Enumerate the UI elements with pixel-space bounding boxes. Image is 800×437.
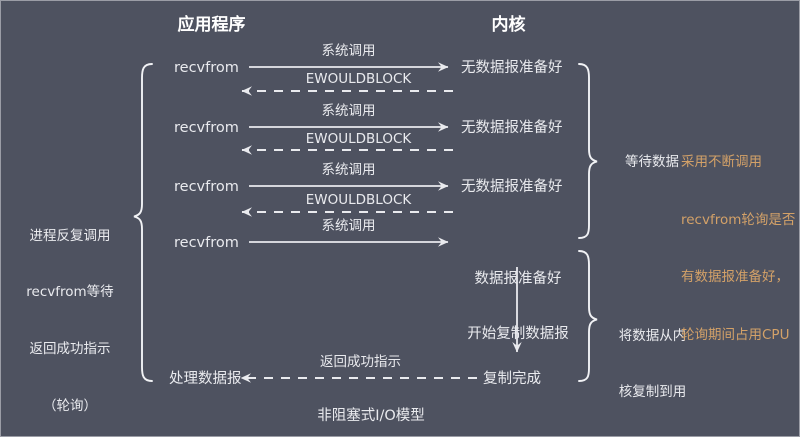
- right-brace-wait-data: [578, 63, 598, 239]
- app-call-label-2: recvfrom: [174, 120, 239, 136]
- kernel-state-label-4-line-1: 数据报准备好: [474, 271, 562, 288]
- app-call-label-4: recvfrom: [174, 235, 239, 251]
- left-brace-label-line-2: recvfrom等待: [26, 284, 114, 301]
- annotation-note: 采用不断调用 recvfrom轮询是否 有数据报准备好， 轮询期间占用CPU: [681, 115, 799, 383]
- edge-label-ewouldblock-2: EWOULDBLOCK: [305, 131, 412, 147]
- kernel-state-label-1: 无数据报准备好: [461, 60, 563, 76]
- kernel-state-label-2: 无数据报准备好: [461, 120, 563, 136]
- column-header-kernel: 内核: [491, 15, 526, 35]
- diagram-title: 非阻塞式I/O模型: [317, 408, 425, 424]
- kernel-state-label-4-line-2: 开始复制数据报: [467, 325, 569, 342]
- annotation-note-line-4: 轮询期间占用CPU: [681, 326, 790, 343]
- right-brace-label-copy-line-1: 将数据从内: [618, 327, 687, 344]
- edge-label-syscall-3: 系统调用: [321, 162, 376, 178]
- annotation-note-line-2: recvfrom轮询是否: [681, 211, 796, 228]
- kernel-state-label-4: 数据报准备好 开始复制数据报: [453, 234, 583, 379]
- column-header-application: 应用程序: [177, 15, 246, 35]
- annotation-note-line-1: 采用不断调用: [681, 154, 762, 171]
- left-brace-label: 进程反复调用 recvfrom等待 返回成功指示 （轮询）: [9, 189, 131, 436]
- app-call-label-3: recvfrom: [174, 179, 239, 195]
- edge-label-syscall-2: 系统调用: [321, 103, 376, 119]
- edge-label-ewouldblock-1: EWOULDBLOCK: [305, 71, 412, 87]
- right-brace-label-copy-userspace: 将数据从内 核复制到用 户空间: [605, 289, 700, 436]
- kernel-copy-done-label: 复制完成: [483, 371, 541, 387]
- app-call-label-1: recvfrom: [174, 60, 239, 76]
- left-brace-label-line-4: （轮询）: [43, 397, 97, 414]
- right-brace-copy-userspace: [578, 250, 598, 382]
- edge-label-syscall-4: 系统调用: [321, 218, 376, 234]
- right-brace-label-copy-line-2: 核复制到用: [618, 384, 687, 401]
- edge-label-return-success: 返回成功指示: [320, 354, 401, 370]
- left-brace-label-line-1: 进程反复调用: [29, 227, 111, 244]
- right-brace-label-wait-data: 等待数据: [625, 154, 679, 170]
- left-brace: [133, 63, 153, 382]
- edge-label-ewouldblock-3: EWOULDBLOCK: [305, 192, 412, 208]
- annotation-note-line-3: 有数据报准备好，: [681, 269, 789, 286]
- left-brace-label-line-3: 返回成功指示: [29, 341, 111, 358]
- kernel-state-label-3: 无数据报准备好: [461, 179, 563, 195]
- app-process-datagram-label: 处理数据报: [169, 371, 242, 387]
- edge-label-syscall-1: 系统调用: [321, 43, 376, 59]
